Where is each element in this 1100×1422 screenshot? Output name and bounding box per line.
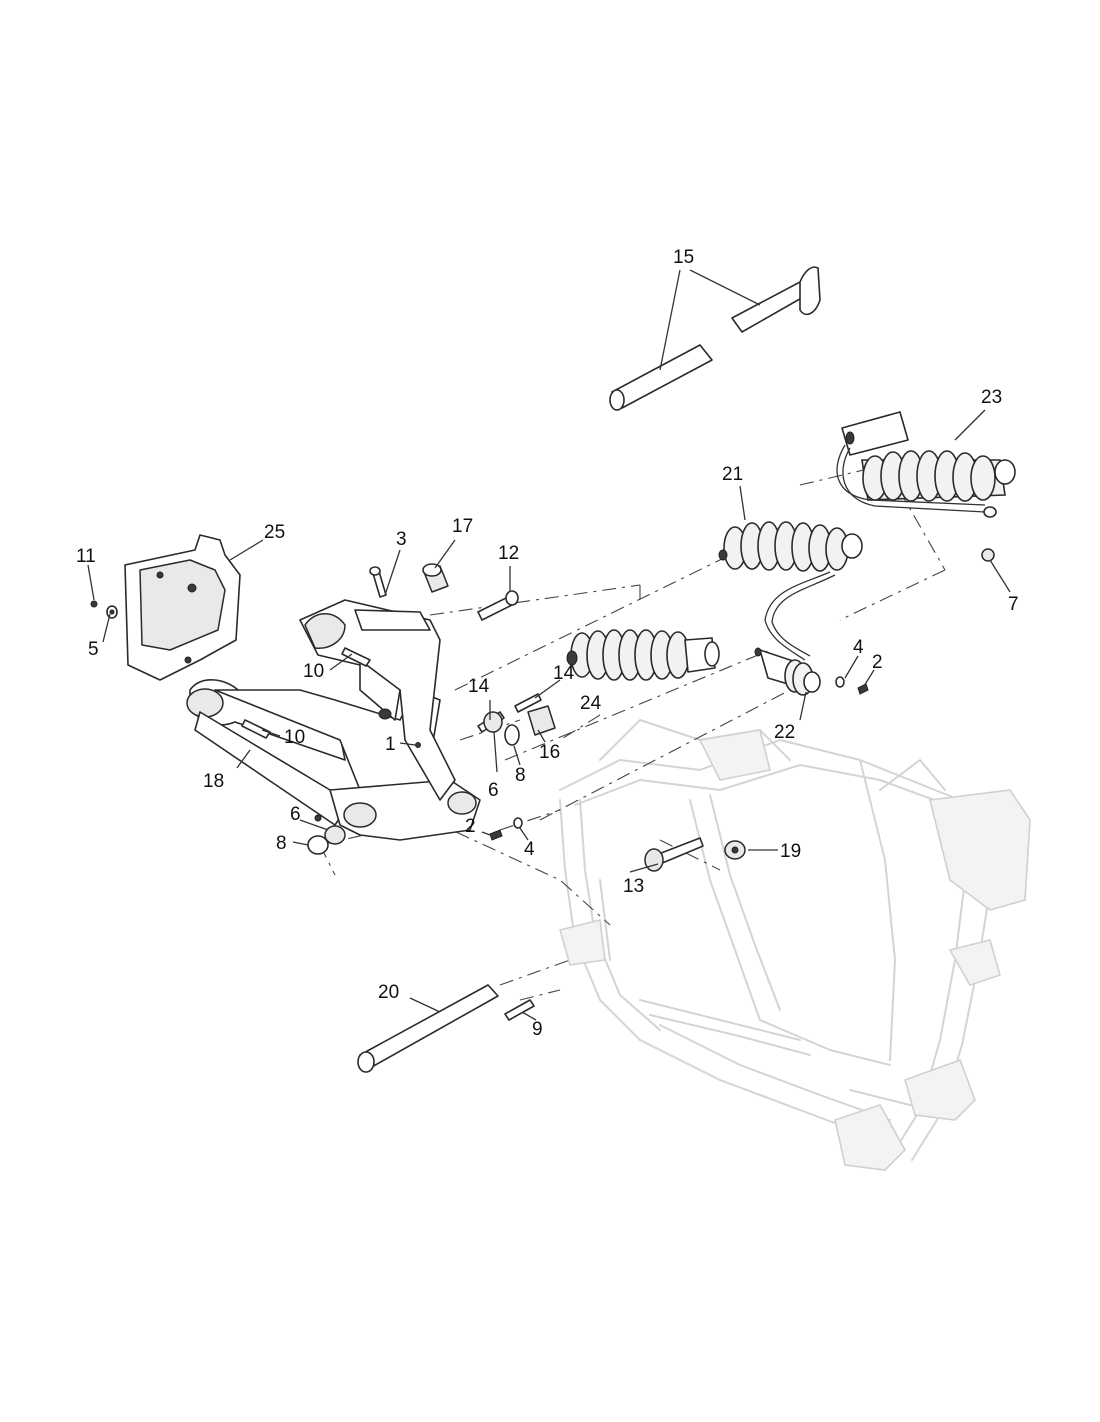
bushing-16 xyxy=(527,705,556,736)
callout-8b: 8 xyxy=(276,833,287,854)
axle-20 xyxy=(357,984,499,1073)
shock-absorber-23 xyxy=(836,411,1016,518)
callout-4a: 4 xyxy=(853,637,864,658)
cover-plate-25 xyxy=(124,534,241,681)
callout-19: 19 xyxy=(780,841,801,862)
bolt-13 xyxy=(644,837,704,872)
washer-4a xyxy=(835,676,845,688)
callout-13: 13 xyxy=(623,876,644,897)
bolt-12 xyxy=(477,590,519,621)
spacer-6b xyxy=(324,825,346,845)
callout-25: 25 xyxy=(264,522,285,543)
washer-4b xyxy=(513,817,523,829)
callout-5: 5 xyxy=(88,639,99,660)
swingarm-18 xyxy=(186,599,481,841)
callout-20: 20 xyxy=(378,982,399,1003)
reservoir-22 xyxy=(754,647,821,696)
callout-3: 3 xyxy=(396,529,407,550)
callout-8a: 8 xyxy=(515,765,526,786)
pin-14b xyxy=(514,693,542,713)
tool-pin-15 xyxy=(609,266,821,411)
seal-8a xyxy=(504,724,520,746)
callout-2b: 2 xyxy=(465,816,476,837)
nut-19 xyxy=(724,840,746,860)
callout-15: 15 xyxy=(673,247,694,268)
shock-absorber-21 xyxy=(718,521,863,661)
frame-ghost xyxy=(559,719,1031,1171)
nut-7 xyxy=(981,548,995,562)
callout-9: 9 xyxy=(532,1019,543,1040)
callout-11: 11 xyxy=(76,546,96,567)
callout-10a: 10 xyxy=(303,661,324,682)
callout-16: 16 xyxy=(539,742,560,763)
callout-7: 7 xyxy=(1008,594,1019,615)
screw-2a xyxy=(857,683,869,695)
bolt-3 xyxy=(369,566,387,598)
leader-lines xyxy=(87,269,1011,1021)
screw-1 xyxy=(415,742,421,748)
seal-8b xyxy=(307,835,329,855)
callout-12: 12 xyxy=(498,543,519,564)
pin-10a xyxy=(341,647,371,667)
callout-22: 22 xyxy=(774,722,795,743)
spacer-6a xyxy=(483,711,503,733)
callout-17: 17 xyxy=(452,516,473,537)
callout-14a: 14 xyxy=(468,676,490,697)
callout-21: 21 xyxy=(722,464,743,485)
bushing-17 xyxy=(422,563,449,593)
callout-6a: 6 xyxy=(488,780,499,801)
washer-5 xyxy=(106,605,118,619)
threaded-rod-9 xyxy=(504,999,535,1021)
callout-23: 23 xyxy=(981,387,1002,408)
screw-11 xyxy=(90,600,98,608)
callout-6b: 6 xyxy=(290,804,301,825)
pin-10b xyxy=(241,719,271,739)
callout-labels: 15 23 21 25 11 5 3 17 12 7 10 10 14 14 2… xyxy=(76,247,1019,1040)
shock-absorber-24 xyxy=(566,629,720,681)
callout-1: 1 xyxy=(385,734,396,755)
screw-2b xyxy=(489,829,503,841)
callout-10b: 10 xyxy=(284,727,305,748)
callout-14b: 14 xyxy=(553,663,575,684)
callout-18: 18 xyxy=(203,771,224,792)
callout-2a: 2 xyxy=(872,652,883,673)
callout-24: 24 xyxy=(580,693,602,714)
callout-4b: 4 xyxy=(524,839,535,860)
